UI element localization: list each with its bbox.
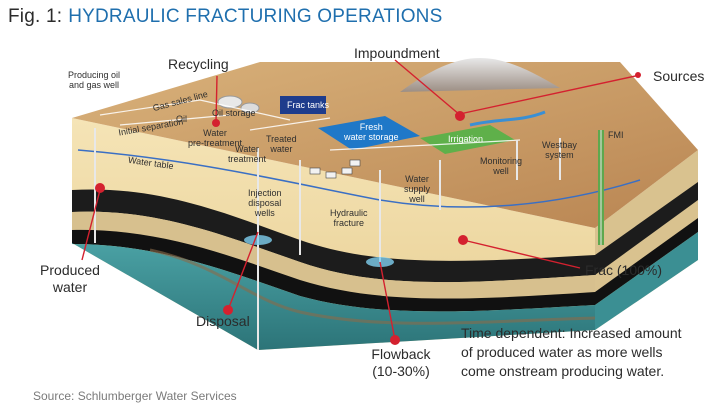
produced-water-line1: Produced [40,262,100,278]
water-treatment-line2: treatment [228,154,267,164]
water-supply-line2: supply [404,184,431,194]
right-face-strata [595,150,698,330]
impoundment-dot [455,111,465,121]
monitoring-well-label: Monitoring well [480,156,522,176]
surface-pipes [99,99,521,151]
fmi-label: FMI [608,130,624,140]
fmi-tool [598,130,604,245]
injection-line1: Injection [248,188,282,198]
injection-line3: wells [254,208,275,218]
recycling-label: Recycling [168,56,229,72]
sources-label: Sources [653,68,705,84]
producing-well-line2: and gas well [68,80,120,90]
produced-water-label: Produced water [37,262,103,296]
sources-dot [635,72,641,78]
river [469,110,546,127]
hydraulic-fracture-line2: fracture [333,218,365,228]
producing-well-label: Producing oil and gas well [68,70,120,90]
flowback-dot [390,335,400,345]
figure-title: Fig. 1:HYDRAULIC FRACTURING OPERATIONS [8,6,442,28]
flowback-line2: (10-30%) [372,363,430,379]
water-supply-line3: well [409,194,425,204]
figure-number: Fig. 1: [8,6,63,27]
note-line1: Time dependent: Increased amount [461,325,682,341]
produced-water-line2: water [52,279,88,295]
trucks [309,159,361,179]
water-pretreatment-label: Water pre-treatment [188,128,242,148]
water-treatment-line1: Water [235,144,259,154]
produced-water-dot [95,183,105,193]
fresh-water-storage-line2: water storage [344,132,399,142]
fresh-water-storage-line1: Fresh [359,122,383,132]
frac-label: Frac (100%) [585,262,663,278]
water-treatment-label: Water treatment [228,144,266,164]
water-pretreatment-line2: pre-treatment [188,138,243,148]
callout-leaders [81,59,641,341]
irrigation-label: Irrigation [448,134,484,144]
monitoring-line1: Monitoring [480,156,523,166]
oil-storage-label: Oil storage [212,108,256,118]
frac-tanks-label: Frac tanks [287,100,330,110]
water-supply-line1: Water [405,174,429,184]
irrigation-field [420,125,515,154]
injection-line2: disposal [248,198,282,208]
disposal-zone [244,235,272,245]
flowback-label: Flowback (10-30%) [366,346,436,380]
impoundment-label: Impoundment [354,45,440,61]
disposal-dot [223,305,233,315]
water-pretreatment-line1: Water [203,128,227,138]
westbay-line1: Westbay [542,140,577,150]
westbay-system-label: Westbay system [542,140,577,160]
mountain [400,58,560,92]
water-supply-well-label: Water supply well [404,174,430,204]
fresh-water-storage-label: Fresh water storage [344,122,399,142]
injection-wells-label: Injection disposal wells [248,188,282,218]
oil-label: Oil [176,114,187,124]
treated-water-line1: Treated [266,134,297,144]
producing-well-line1: Producing oil [68,70,121,80]
frac-tanks [280,96,326,114]
note-line2: of produced water as more wells [461,344,663,360]
frac-dot [458,235,468,245]
note-line3: come onstream producing water. [461,363,665,379]
wells [94,128,561,350]
treated-water-label: Treated water [266,134,297,154]
disposal-label: Disposal [196,313,250,329]
front-face-strata [72,118,596,350]
westbay-line2: system [545,150,574,160]
hydraulic-fracture-line1: Hydraulic [330,208,368,218]
fresh-water-pond [318,116,420,150]
source-credit: Source: Schlumberger Water Services [33,389,237,403]
time-dependent-note: Time dependent: Increased amount of prod… [461,324,682,381]
callout-dots [95,72,641,345]
flowback-line1: Flowback [371,346,431,362]
figure-caption: HYDRAULIC FRACTURING OPERATIONS [68,6,443,27]
recycling-dot [212,119,220,127]
treated-water-line2: water [270,144,293,154]
monitoring-line2: well [493,166,509,176]
hydraulic-fracture-label: Hydraulic fracture [330,208,368,228]
